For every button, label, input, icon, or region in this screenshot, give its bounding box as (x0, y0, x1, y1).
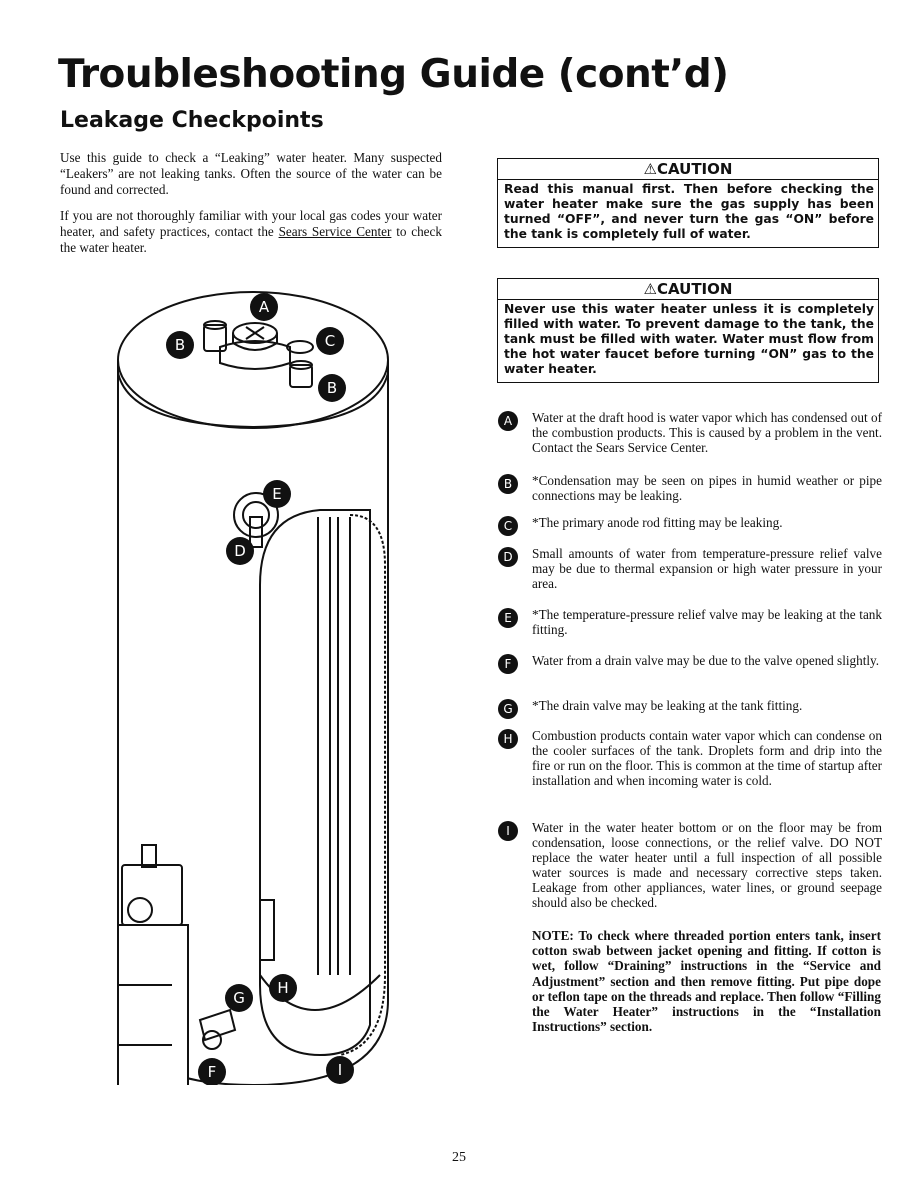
label-d: D (234, 542, 246, 560)
label-badge: G (498, 699, 518, 719)
label-c: C (325, 332, 335, 350)
contact-text-end: to check the water heater. (60, 224, 442, 255)
water-heater-illustration: A B C B E D G H F I (117, 291, 389, 1085)
checkpoint-text: Water from a drain valve may be due to t… (532, 653, 880, 668)
checkpoint-text: *Condensation may be seen on pipes in hu… (532, 473, 882, 503)
note-paragraph: NOTE: To check where threaded portion en… (532, 928, 881, 1035)
label-badge: H (498, 729, 518, 749)
caution-text: Read this manual first. Then before chec… (504, 182, 874, 241)
checkpoint-text: Water in the water heater bottom or on t… (532, 820, 882, 910)
label-badge-b-right (318, 374, 346, 402)
contact-paragraph: If you are not thoroughly familiar with … (60, 208, 442, 256)
label-badge: C (498, 516, 518, 536)
label-badge-h (269, 974, 297, 1002)
checkpoint-text: *The primary anode rod fitting may be le… (532, 515, 783, 530)
checkpoint-i: I Water in the water heater bottom or on … (498, 820, 882, 910)
caution-box-1: ⚠CAUTION Read this manual first. Then be… (497, 158, 879, 248)
label-badge-c (316, 327, 344, 355)
label-g: G (233, 989, 245, 1007)
caution-heading: ⚠CAUTION (498, 279, 878, 300)
caution-text: Never use this water heater unless it is… (504, 302, 874, 376)
intro-paragraph: Use this guide to check a “Leaking” wate… (60, 150, 442, 197)
caution-heading: ⚠CAUTION (498, 159, 878, 180)
checkpoint-a: A Water at the draft hood is water vapor … (498, 410, 882, 455)
label-e: E (272, 485, 281, 503)
checkpoint-text: *The drain valve may be leaking at the t… (532, 698, 803, 713)
label-badge: A (498, 411, 518, 431)
sears-service-center-link[interactable]: Sears Service Center (278, 224, 392, 239)
checkpoint-text: Combustion products contain water vapor … (532, 728, 882, 788)
label-i: I (338, 1061, 342, 1079)
label-badge-d (226, 537, 254, 565)
checkpoint-f: F Water from a drain valve may be due to … (498, 653, 882, 674)
label-badge: D (498, 547, 518, 567)
checkpoint-text: Small amounts of water from temperature-… (532, 546, 882, 591)
label-badge-a (250, 293, 278, 321)
label-badge: F (498, 654, 518, 674)
label-badge-g (225, 984, 253, 1012)
label-badge: E (498, 608, 518, 628)
checkpoint-b: B *Condensation may be seen on pipes in h… (498, 473, 882, 503)
checkpoint-text: Water at the draft hood is water vapor w… (532, 410, 882, 455)
caution-box-2: ⚠CAUTION Never use this water heater unl… (497, 278, 879, 383)
label-b-right: B (327, 379, 337, 397)
checkpoint-c: C *The primary anode rod fitting may be l… (498, 515, 882, 536)
label-badge: B (498, 474, 518, 494)
label-badge-i (326, 1056, 354, 1084)
checkpoint-e: E *The temperature-pressure relief valve … (498, 607, 882, 637)
page-title: Troubleshooting Guide (cont’d) (58, 52, 729, 97)
checkpoint-g: G *The drain valve may be leaking at the … (498, 698, 882, 719)
label-badge-f (198, 1058, 226, 1085)
label-badge-e (263, 480, 291, 508)
label-f: F (208, 1063, 217, 1081)
page-number: 25 (452, 1150, 466, 1165)
checkpoint-h: H Combustion products contain water vapor… (498, 728, 882, 788)
label-badge: I (498, 821, 518, 841)
label-a: A (259, 298, 270, 316)
label-badge-b-left (166, 331, 194, 359)
contact-text: If you are not thoroughly familiar with … (60, 208, 442, 239)
label-b-left: B (175, 336, 185, 354)
checkpoint-d: D Small amounts of water from temperature… (498, 546, 882, 591)
label-h: H (277, 979, 288, 997)
checkpoint-text: *The temperature-pressure relief valve m… (532, 607, 882, 637)
section-title: Leakage Checkpoints (60, 108, 324, 133)
